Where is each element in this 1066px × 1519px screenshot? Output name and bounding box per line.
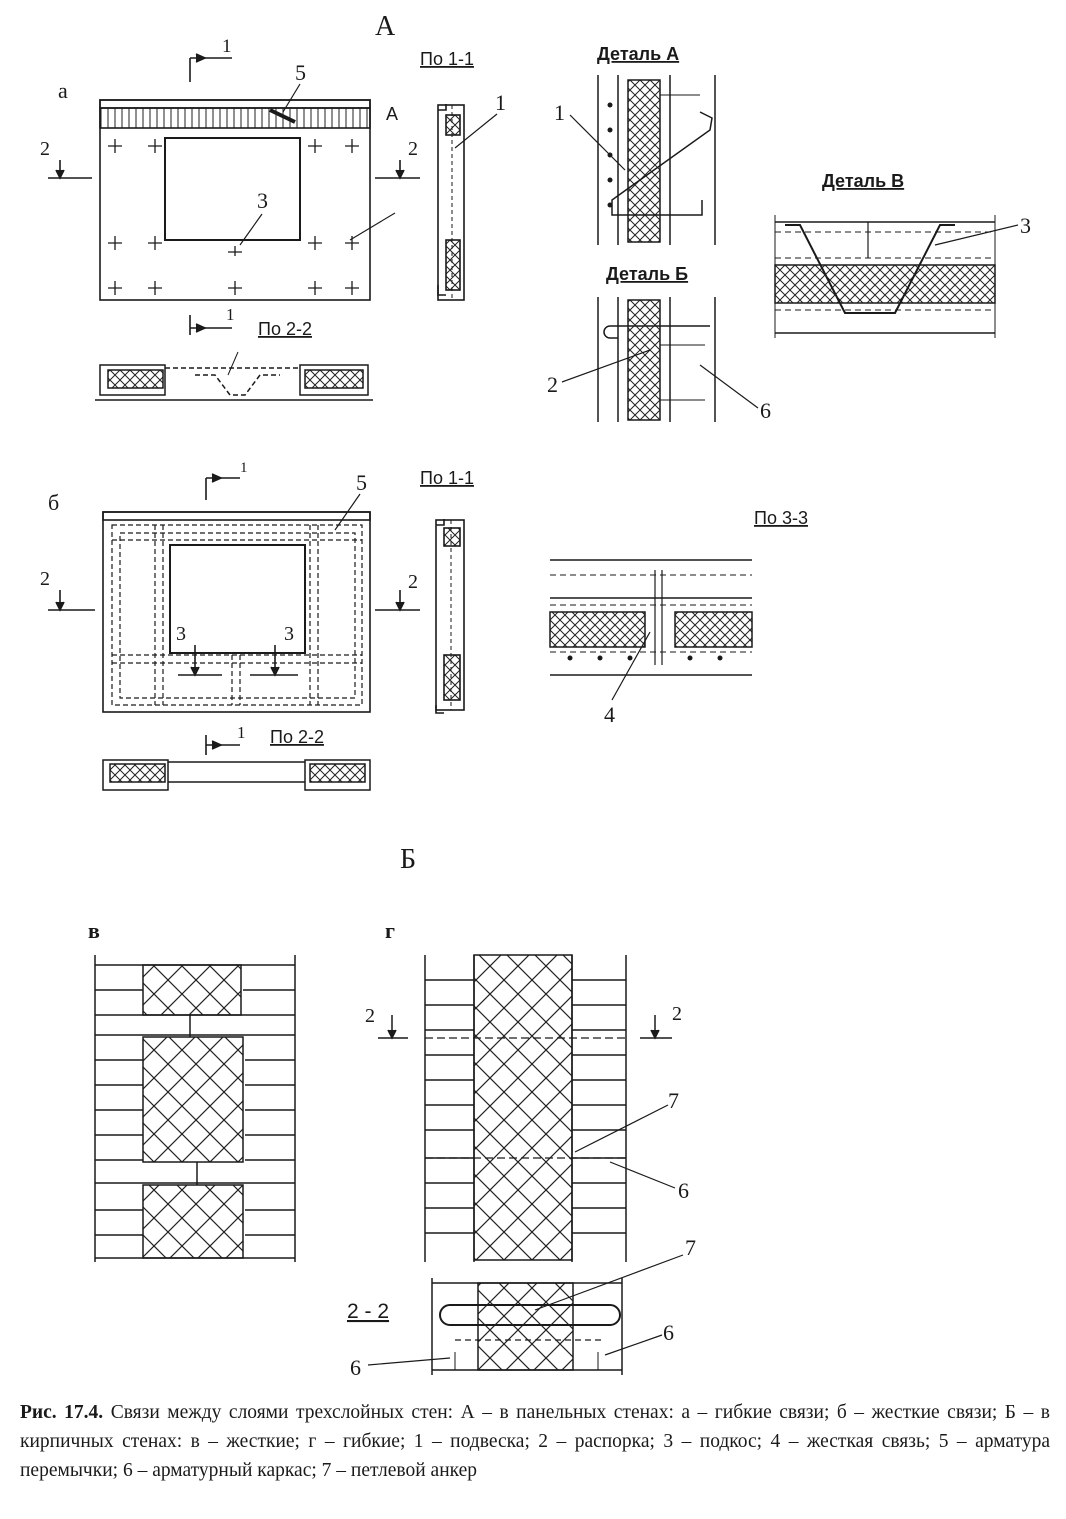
callout-3-detail-v: 3	[1020, 213, 1031, 238]
callout-5-a: 5	[295, 60, 306, 85]
section-1-1-label-a: По 1-1	[420, 49, 474, 69]
section-2-2-profile-a	[95, 351, 373, 401]
callout-4: 4	[604, 702, 615, 727]
callout-1-section: 1	[495, 90, 506, 115]
brick-wall-g	[378, 954, 672, 1262]
technical-drawing: А Б а 1 1 2 2 5 3 А	[40, 11, 1031, 1380]
cut-label-2-left-g: 2	[365, 1005, 375, 1027]
section-2-2-label-a: По 2-2	[258, 319, 312, 339]
callout-2-detail-b: 2	[547, 372, 558, 397]
cut-label-2-right-a: 2	[408, 138, 418, 160]
cut-label-1-bottom-a: 1	[226, 305, 235, 324]
figure-caption: Рис. 17.4. Связи между слоями трехслойны…	[20, 1398, 1050, 1485]
callout-3-a: 3	[257, 188, 268, 213]
caption-prefix: Рис. 17.4.	[20, 1402, 104, 1423]
callout-5-b: 5	[356, 470, 367, 495]
cut-label-2-left-a: 2	[40, 138, 50, 160]
detail-v-label: Деталь В	[822, 171, 904, 191]
cut-label-1-bottom-b: 1	[237, 723, 246, 742]
detail-v-drawing	[774, 215, 996, 338]
panel-a	[48, 53, 420, 335]
sub-label-b: б	[48, 490, 59, 515]
callout-6-section-g-left: 6	[350, 1355, 361, 1380]
caption-text: Связи между слоями трехслойных стен: А –…	[20, 1402, 1050, 1481]
section-2-2-label-g: 2 - 2	[347, 1300, 389, 1323]
sub-label-g: г	[385, 918, 395, 943]
section-3-3-label: По 3-3	[754, 508, 808, 528]
section-b-title: Б	[400, 844, 416, 875]
detail-a-drawing	[597, 75, 716, 245]
section-1-1-profile-b	[435, 519, 465, 714]
cut-label-1-top-b: 1	[240, 460, 248, 476]
section-2-2-label-b: По 2-2	[270, 727, 324, 747]
callout-1-detail-a: 1	[554, 100, 565, 125]
callout-7-wall-g: 7	[668, 1088, 679, 1113]
section-2-2-profile-b	[102, 759, 371, 791]
cut-label-2-right-b: 2	[408, 571, 418, 593]
callout-7-section-g: 7	[685, 1235, 696, 1260]
sub-label-a: а	[58, 78, 68, 103]
brick-wall-v	[94, 955, 296, 1262]
detail-b-label: Деталь Б	[606, 264, 688, 284]
flexible-ties-marks	[108, 139, 359, 295]
callout-6-detail-b: 6	[760, 398, 771, 423]
section-1-1-label-b: По 1-1	[420, 468, 474, 488]
callout-6-section-g-right: 6	[663, 1320, 674, 1345]
cut-label-3-left-b: 3	[176, 623, 186, 645]
sub-label-v: в	[88, 918, 100, 943]
section-3-3-drawing	[549, 559, 753, 676]
cut-label-1-top-a: 1	[222, 36, 232, 57]
callout-6-wall-g: 6	[678, 1178, 689, 1203]
detail-a-label: Деталь А	[597, 44, 679, 64]
cut-label-3-right-b: 3	[284, 623, 294, 645]
detail-marker-a: А	[386, 104, 398, 124]
cut-label-2-right-g: 2	[672, 1003, 682, 1025]
section-2-2-drawing-g	[431, 1278, 623, 1375]
section-1-1-profile-a	[437, 104, 465, 301]
panel-b	[48, 473, 420, 755]
section-a-title: А	[375, 11, 396, 42]
detail-b-drawing	[597, 297, 716, 422]
cut-label-2-left-b: 2	[40, 568, 50, 590]
